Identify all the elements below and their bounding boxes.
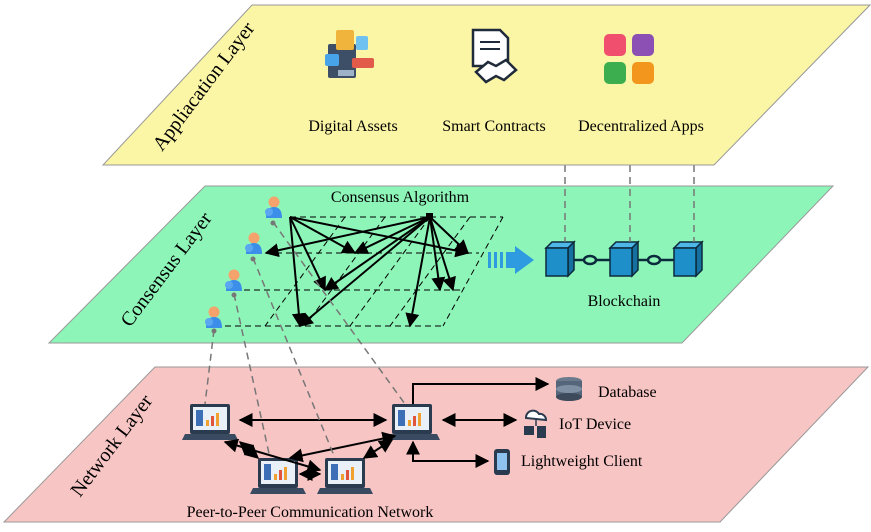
digital-assets-label: Digital Assets [308,118,397,135]
block-3 [673,241,703,277]
network-layer: Network Layer Peer-to-Peer Communication… [2,366,870,523]
iot-device-icon [524,409,548,438]
resource-connections [406,377,550,468]
blockchain [545,241,703,277]
decentralized-apps-label: Decentralized Apps [578,118,704,135]
consensus-layer: Consensus Layer Consensus Algorithm [47,185,835,344]
peer-node-4 [317,458,373,494]
inter-layer-connectors [204,165,695,459]
apps-grid-icon [604,34,654,84]
smart-contracts-label: Smart Contracts [442,118,546,135]
lightweight-client-label: Lightweight Client [521,453,643,470]
iot-device-label: IoT Device [559,416,631,433]
p2p-network-label: Peer-to-Peer Communication Network [187,504,434,521]
connector-dots [211,220,276,334]
block-2 [609,241,639,277]
mobile-client-icon [494,449,510,475]
peer-node-2 [384,404,440,440]
block-1 [545,241,575,277]
consensus-arrows [264,216,470,328]
p2p-connections [223,413,397,481]
peer-node-1 [182,404,238,440]
chain-links [574,254,674,266]
application-layer-plane [101,4,871,166]
to-blockchain-arrow [488,246,534,274]
blockchain-label: Blockchain [588,293,661,310]
consensus-layer-plane [47,185,835,344]
database-label: Database [598,384,657,401]
application-layer: Appliacation Layer Digital Assets Smart … [101,4,871,166]
digital-assets-icon [325,30,374,78]
database-icon [556,377,582,401]
consensus-algorithm-label: Consensus Algorithm [331,189,470,206]
network-layer-plane [2,366,870,523]
consensus-grid [225,216,504,327]
contract-handshake-icon [471,28,518,84]
